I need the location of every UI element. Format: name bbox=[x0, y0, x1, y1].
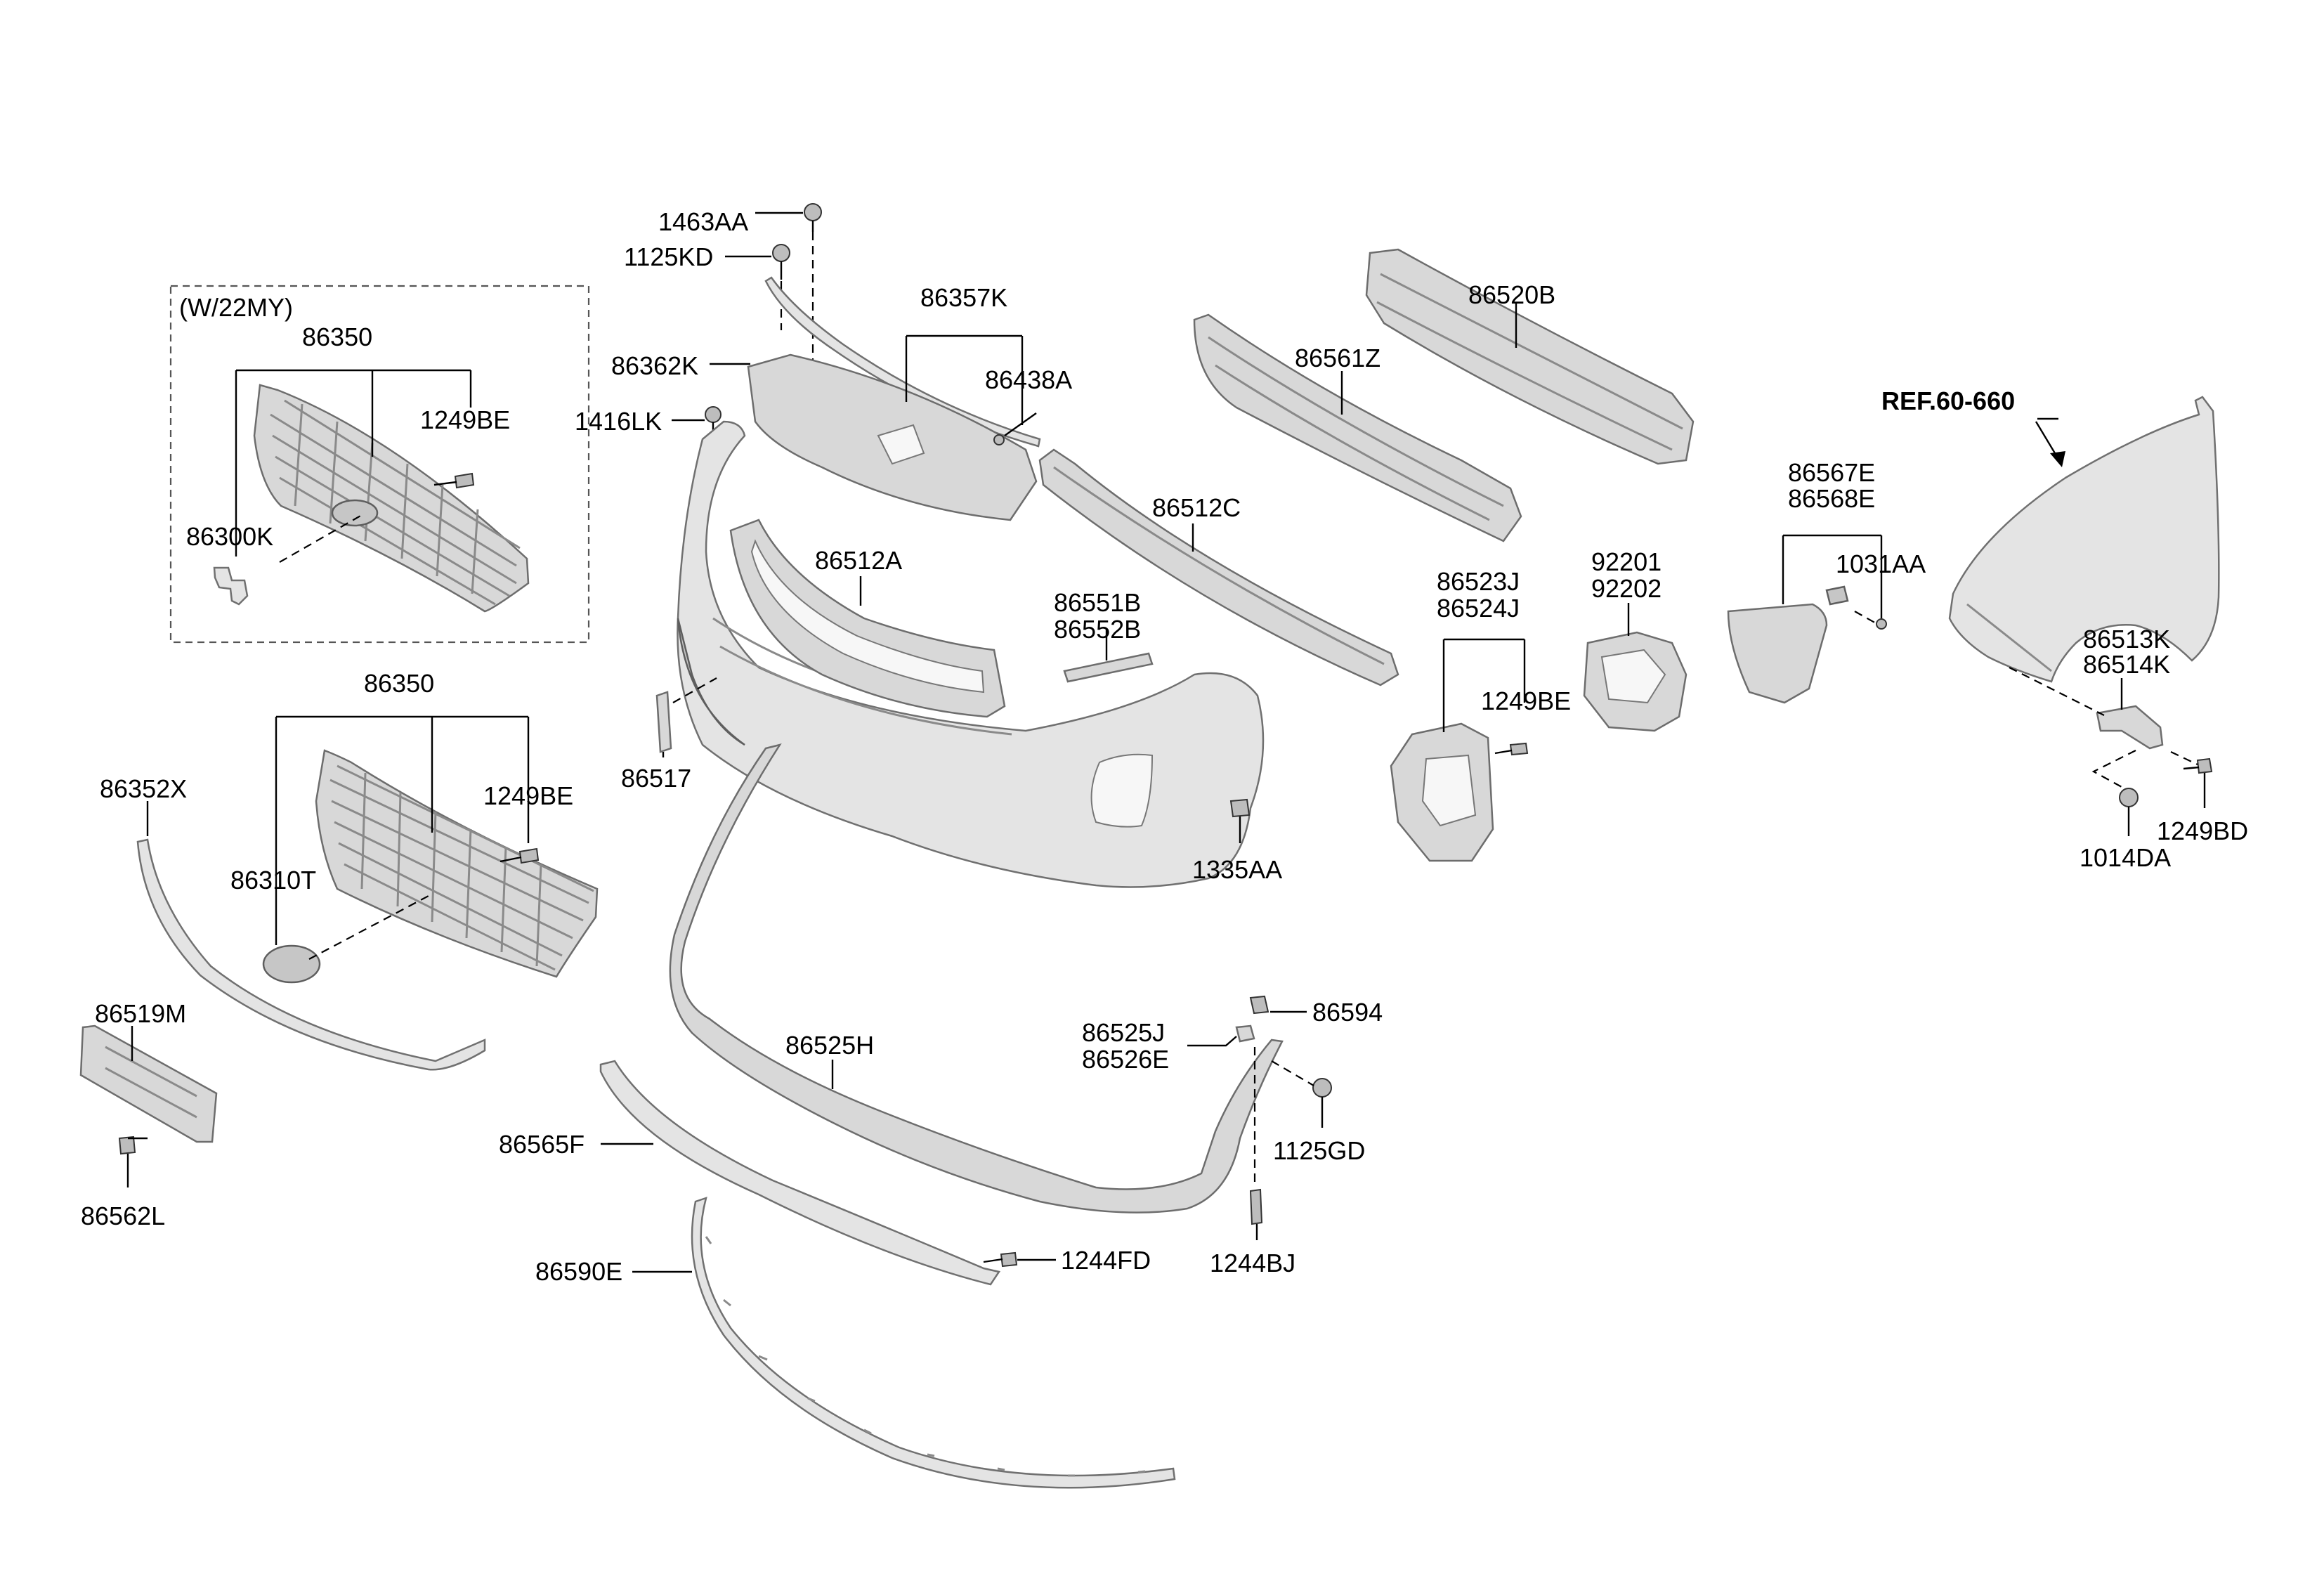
part-label-86350-bottom: 86350 bbox=[364, 669, 434, 698]
part-label-86310T: 86310T bbox=[230, 866, 316, 894]
license-plate-bracket bbox=[79, 1024, 218, 1143]
lower-lip-strip-86590E bbox=[691, 1197, 1176, 1489]
screw-1249BD bbox=[2183, 757, 2213, 808]
screw-1031AA bbox=[1876, 618, 1887, 630]
part-label-86512C: 86512C bbox=[1152, 493, 1241, 522]
fog-lamp-92201 bbox=[1583, 631, 1687, 732]
part-label-1249BE-a: 1249BE bbox=[420, 405, 510, 434]
bumper-beam-86520B bbox=[1365, 248, 1695, 465]
part-label-1244FD: 1244FD bbox=[1061, 1246, 1151, 1275]
part-label-86562L: 86562L bbox=[81, 1202, 165, 1230]
part-label-86513K: 86513K bbox=[2083, 625, 2170, 653]
part-label-86565F: 86565F bbox=[499, 1130, 585, 1159]
bolt-1125GD bbox=[1312, 1078, 1332, 1128]
part-label-1031AA: 1031AA bbox=[1836, 549, 1926, 578]
screw-1249BE-a bbox=[433, 472, 475, 489]
part-label-86526E: 86526E bbox=[1082, 1045, 1169, 1074]
grille-emblem-22my bbox=[331, 499, 379, 527]
part-label-1125KD: 1125KD bbox=[624, 242, 713, 271]
upper-cover-molding bbox=[764, 276, 1041, 448]
part-label-86519M: 86519M bbox=[95, 999, 186, 1028]
radiator-grille bbox=[315, 749, 599, 978]
front-fender bbox=[1948, 396, 2220, 683]
part-label-1125GD: 1125GD bbox=[1273, 1136, 1365, 1165]
part-label-86520B: 86520B bbox=[1468, 280, 1555, 309]
clip-86438A bbox=[993, 412, 1037, 445]
part-label-86512A: 86512A bbox=[815, 546, 902, 575]
grille-emblem bbox=[262, 944, 321, 984]
part-label-1014DA: 1014DA bbox=[2080, 843, 2171, 872]
part-label-1335AA: 1335AA bbox=[1192, 855, 1282, 884]
part-label-1244BJ: 1244BJ bbox=[1210, 1249, 1295, 1277]
screw-1244BJ bbox=[1249, 1188, 1263, 1240]
grille-surround-molding bbox=[729, 519, 1006, 718]
bumper-beam-molding-86512C bbox=[1038, 448, 1399, 686]
clip-1416LK bbox=[705, 406, 722, 432]
clip-1335AA bbox=[1229, 798, 1251, 818]
part-label-1249BE-c: 1249BE bbox=[1481, 686, 1571, 715]
part-label-86357K: 86357K bbox=[920, 283, 1007, 312]
part-label-86590E: 86590E bbox=[535, 1257, 622, 1286]
fender-bracket-86513K bbox=[2096, 705, 2164, 750]
clip-86594 bbox=[1249, 995, 1269, 1015]
fog-lamp-bracket-86523J bbox=[1390, 722, 1494, 862]
screw-1249BE-c bbox=[1494, 742, 1529, 756]
screw-1249BE-b bbox=[500, 847, 540, 864]
bolt-1125KD bbox=[772, 244, 790, 280]
part-label-86594: 86594 bbox=[1312, 998, 1383, 1027]
upper-bumper-cover-panel bbox=[747, 353, 1038, 521]
part-label-86517: 86517 bbox=[621, 764, 691, 793]
part-label-1463AA: 1463AA bbox=[658, 207, 748, 236]
part-label-86551B: 86551B bbox=[1054, 588, 1141, 617]
energy-absorber-86561Z bbox=[1193, 313, 1522, 542]
wheel-guard-86567E bbox=[1727, 603, 1828, 704]
part-label-86523J: 86523J bbox=[1437, 567, 1520, 596]
plate-screw-86562L bbox=[118, 1135, 148, 1187]
part-label-86438A: 86438A bbox=[985, 365, 1072, 394]
bolt-1014DA bbox=[2119, 788, 2139, 836]
part-label-86350-top: 86350 bbox=[302, 323, 372, 351]
screw-1244FD bbox=[983, 1251, 1018, 1268]
part-label-1249BD: 1249BD bbox=[2157, 816, 2248, 845]
reference-arrow-icon bbox=[2050, 451, 2065, 467]
part-label-86362K: 86362K bbox=[611, 351, 698, 380]
clip-1463AA bbox=[804, 203, 822, 232]
part-label-86300K: 86300K bbox=[186, 522, 273, 551]
variant-label: (W/22MY) bbox=[179, 293, 293, 322]
part-label-92202: 92202 bbox=[1591, 574, 1662, 603]
part-label-86552B: 86552B bbox=[1054, 615, 1141, 644]
part-label-86568E: 86568E bbox=[1788, 484, 1875, 513]
reference-label[interactable]: REF.60-660 bbox=[1881, 386, 2015, 415]
lower-bumper-skid-86525H bbox=[669, 743, 1284, 1213]
part-label-92201: 92201 bbox=[1591, 547, 1662, 576]
part-label-86561Z: 86561Z bbox=[1295, 344, 1380, 372]
variant-box bbox=[169, 285, 590, 644]
bracket-86517 bbox=[655, 691, 672, 753]
clip-86567E bbox=[1825, 585, 1849, 606]
part-label-86525J: 86525J bbox=[1082, 1018, 1165, 1047]
reflector-86551B bbox=[1063, 652, 1154, 683]
part-label-1416LK: 1416LK bbox=[575, 407, 662, 436]
lower-molding-86565F bbox=[599, 1060, 1001, 1286]
part-label-86567E: 86567E bbox=[1788, 458, 1875, 487]
part-label-86352X: 86352X bbox=[100, 774, 187, 803]
part-label-86514K: 86514K bbox=[2083, 650, 2170, 679]
grille-bracket-22my bbox=[213, 566, 249, 606]
part-label-1249BE-b: 1249BE bbox=[483, 781, 573, 810]
part-label-86524J: 86524J bbox=[1437, 594, 1520, 623]
part-label-86525H: 86525H bbox=[785, 1031, 874, 1060]
radiator-grille-22my bbox=[253, 384, 530, 613]
grille-garnish-strip bbox=[136, 838, 486, 1071]
bracket-86525J bbox=[1235, 1024, 1255, 1043]
